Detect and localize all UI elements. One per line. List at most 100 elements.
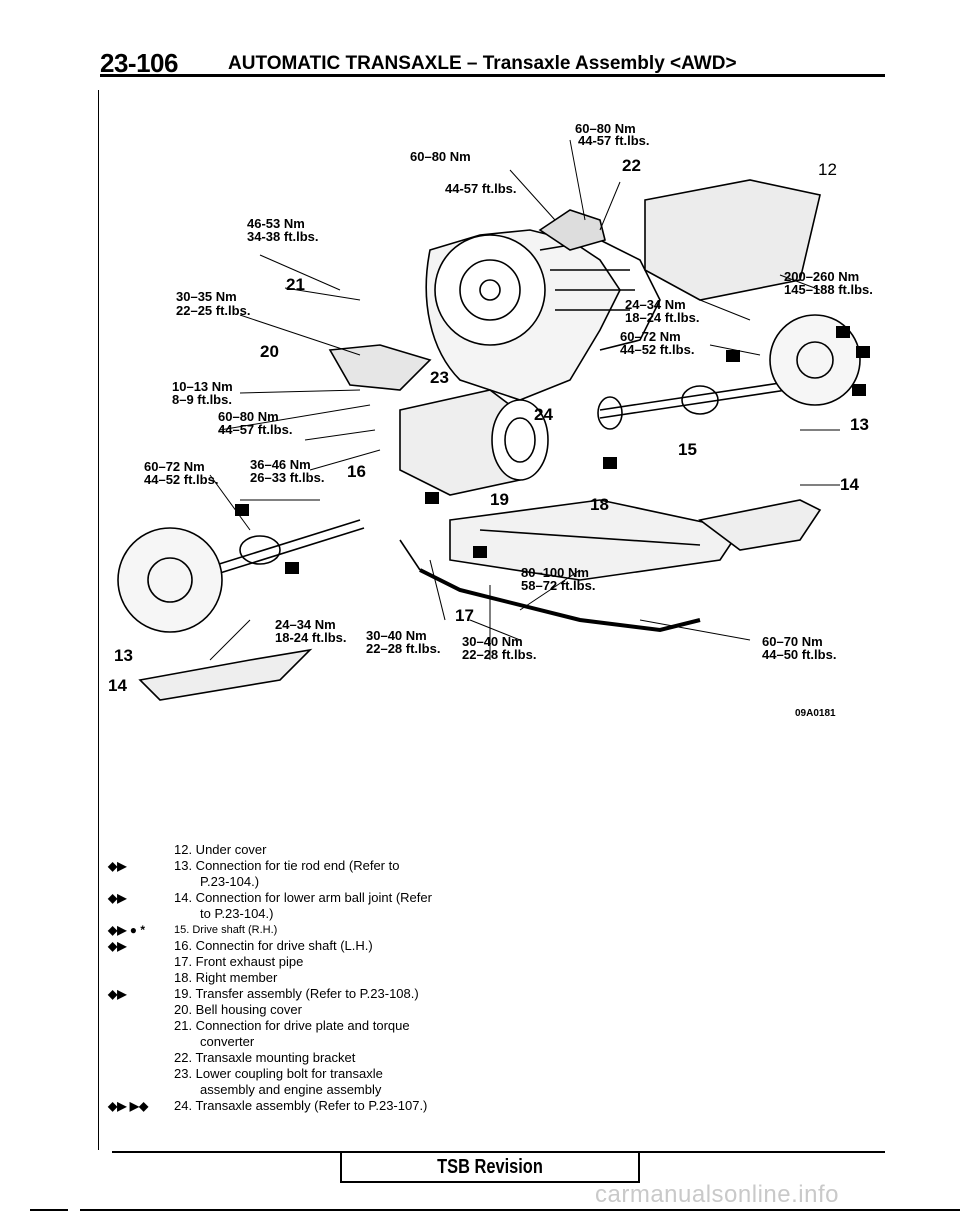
legend-item: 22. Transaxle mounting bracket [108, 1050, 668, 1066]
torque-nm-9: 200–260 Nm [784, 269, 860, 284]
legend-text: 18. Right member [174, 970, 278, 985]
torque-ft-7: 44–52 ft.lbs. [144, 472, 219, 487]
legend-symbol: ◆▶ [108, 891, 127, 905]
torque-ft-3: 34-38 ft.lbs. [247, 229, 319, 244]
page-title: AUTOMATIC TRANSAXLE – Transaxle Assembly… [228, 53, 737, 74]
legend-item: ◆▶ 16. Connectin for drive shaft (L.H.) [108, 938, 668, 954]
torque-ft-16: 44–50 ft.lbs. [762, 647, 837, 662]
diagram-drawing [117, 139, 870, 701]
legend-item: ◆▶ ● * 15. Drive shaft (R.H.) [108, 922, 668, 938]
legend-text: 22. Transaxle mounting bracket [174, 1050, 356, 1065]
torque-ft-2: 44-57 ft.lbs. [445, 181, 517, 196]
legend-item: ◆▶ 19. Transfer assembly (Refer to P.23-1… [108, 986, 668, 1002]
callout-17: 17 [455, 606, 474, 625]
torque-ft-5: 8–9 ft.lbs. [172, 392, 232, 407]
legend-text: 16. Connectin for drive shaft (L.H.) [174, 938, 373, 953]
callout-19: 19 [490, 490, 509, 509]
header-rule [100, 74, 885, 77]
callout-22: 22 [622, 156, 641, 175]
torque-nm-2: 60–80 Nm [410, 149, 471, 164]
torque-nm-11: 60–72 Nm [620, 329, 681, 344]
legend-item: ◆▶ 13. Connection for tie rod end (Refer … [108, 858, 668, 874]
torque-ft-9: 145–188 ft.lbs. [784, 282, 873, 297]
torque-ft-13: 18-24 ft.lbs. [275, 630, 347, 645]
callout-12: 12 [818, 160, 837, 179]
callout-23: 23 [430, 368, 449, 387]
legend-item: ◆▶ 14. Connection for lower arm ball join… [108, 890, 668, 906]
torque-ft-12: 58–72 ft.lbs. [521, 578, 596, 593]
legend-item: converter [108, 1034, 668, 1050]
callout-16: 16 [347, 462, 366, 481]
legend-item: 20. Bell housing cover [108, 1002, 668, 1018]
torque-ft-6: 44–57 ft.lbs. [218, 422, 293, 437]
callout-20: 20 [260, 342, 279, 361]
torque-nm-13: 24–34 Nm [275, 617, 336, 632]
callout-13-right: 13 [850, 415, 869, 434]
legend-item: 12. Under cover [108, 842, 668, 858]
left-margin-rule [98, 90, 99, 1150]
legend-symbol: ◆▶ [108, 987, 127, 1001]
torque-nm-8: 36–46 Nm [250, 457, 311, 472]
legend-item: 21. Connection for drive plate and torqu… [108, 1018, 668, 1034]
tsb-revision-box: TSB Revision [340, 1153, 640, 1183]
legend-text: assembly and engine assembly [200, 1082, 382, 1097]
legend-text: 19. Transfer assembly (Refer to P.23-108… [174, 986, 419, 1001]
legend-item: to P.23-104.) [108, 906, 668, 922]
torque-ft-15: 22–28 ft.lbs. [462, 647, 537, 662]
legend-item: 17. Front exhaust pipe [108, 954, 668, 970]
torque-ft-1: 44-57 ft.lbs. [578, 133, 650, 148]
torque-ft-4: 22–25 ft.lbs. [176, 303, 251, 318]
torque-nm-14: 30–40 Nm [366, 628, 427, 643]
legend-text: 20. Bell housing cover [174, 1002, 302, 1017]
legend-symbol: ◆▶ ▶◆ [108, 1099, 149, 1113]
parts-legend: 12. Under cover ◆▶ 13. Connection for tie … [108, 842, 668, 1114]
torque-nm-4: 30–35 Nm [176, 289, 237, 304]
legend-text: P.23-104.) [200, 874, 260, 889]
legend-item: P.23-104.) [108, 874, 668, 890]
callout-21: 21 [286, 275, 305, 294]
torque-nm-16: 60–70 Nm [762, 634, 823, 649]
legend-text: 12. Under cover [174, 842, 267, 857]
figure-id: 09A0181 [795, 708, 836, 719]
legend-item: 23. Lower coupling bolt for transaxle [108, 1066, 668, 1082]
legend-symbol: ◆▶ ● * [108, 923, 146, 937]
legend-text: to P.23-104.) [200, 906, 274, 921]
torque-nm-5: 10–13 Nm [172, 379, 233, 394]
legend-item: 18. Right member [108, 970, 668, 986]
torque-ft-14: 22–28 ft.lbs. [366, 641, 441, 656]
callout-18: 18 [590, 495, 609, 514]
bottom-rule [80, 1209, 960, 1211]
exploded-diagram: 60–80 Nm 44-57 ft.lbs. 60–80 Nm 44-57 ft… [100, 100, 885, 720]
torque-nm-15: 30–40 Nm [462, 634, 523, 649]
legend-symbol: ◆▶ [108, 939, 127, 953]
page-header: 23-106 AUTOMATIC TRANSAXLE – Transaxle A… [100, 48, 885, 78]
page-number: 23-106 [100, 48, 178, 78]
torque-nm-3: 46-53 Nm [247, 216, 305, 231]
torque-nm-7: 60–72 Nm [144, 459, 205, 474]
legend-symbol: ◆▶ [108, 859, 127, 873]
legend-text: 23. Lower coupling bolt for transaxle [174, 1066, 383, 1081]
torque-ft-10: 18–24 ft.lbs. [625, 310, 700, 325]
torque-ft-11: 44–52 ft.lbs. [620, 342, 695, 357]
bottom-dash [30, 1209, 68, 1211]
legend-text: 17. Front exhaust pipe [174, 954, 304, 969]
footer-rule [112, 1151, 885, 1153]
torque-nm-1: 60–80 Nm [575, 121, 636, 136]
torque-nm-12: 80–100 Nm [521, 565, 589, 580]
callout-14-left: 14 [108, 676, 127, 695]
torque-nm-6: 60–80 Nm [218, 409, 279, 424]
legend-text: 24. Transaxle assembly (Refer to P.23-10… [174, 1098, 428, 1113]
tsb-revision-label: TSB Revision [437, 1156, 543, 1178]
legend-text: 21. Connection for drive plate and torqu… [174, 1018, 410, 1033]
legend-text: 14. Connection for lower arm ball joint … [174, 890, 432, 905]
legend-text: converter [200, 1034, 255, 1049]
torque-nm-10: 24–34 Nm [625, 297, 686, 312]
legend-text: 15. Drive shaft (R.H.) [174, 924, 278, 936]
callout-15: 15 [678, 440, 697, 459]
callout-24: 24 [534, 405, 553, 424]
torque-ft-8: 26–33 ft.lbs. [250, 470, 325, 485]
legend-text: 13. Connection for tie rod end (Refer to [174, 858, 400, 873]
watermark: carmanualsonline.info [595, 1181, 839, 1208]
callout-13-left: 13 [114, 646, 133, 665]
callout-14-right: 14 [840, 475, 859, 494]
